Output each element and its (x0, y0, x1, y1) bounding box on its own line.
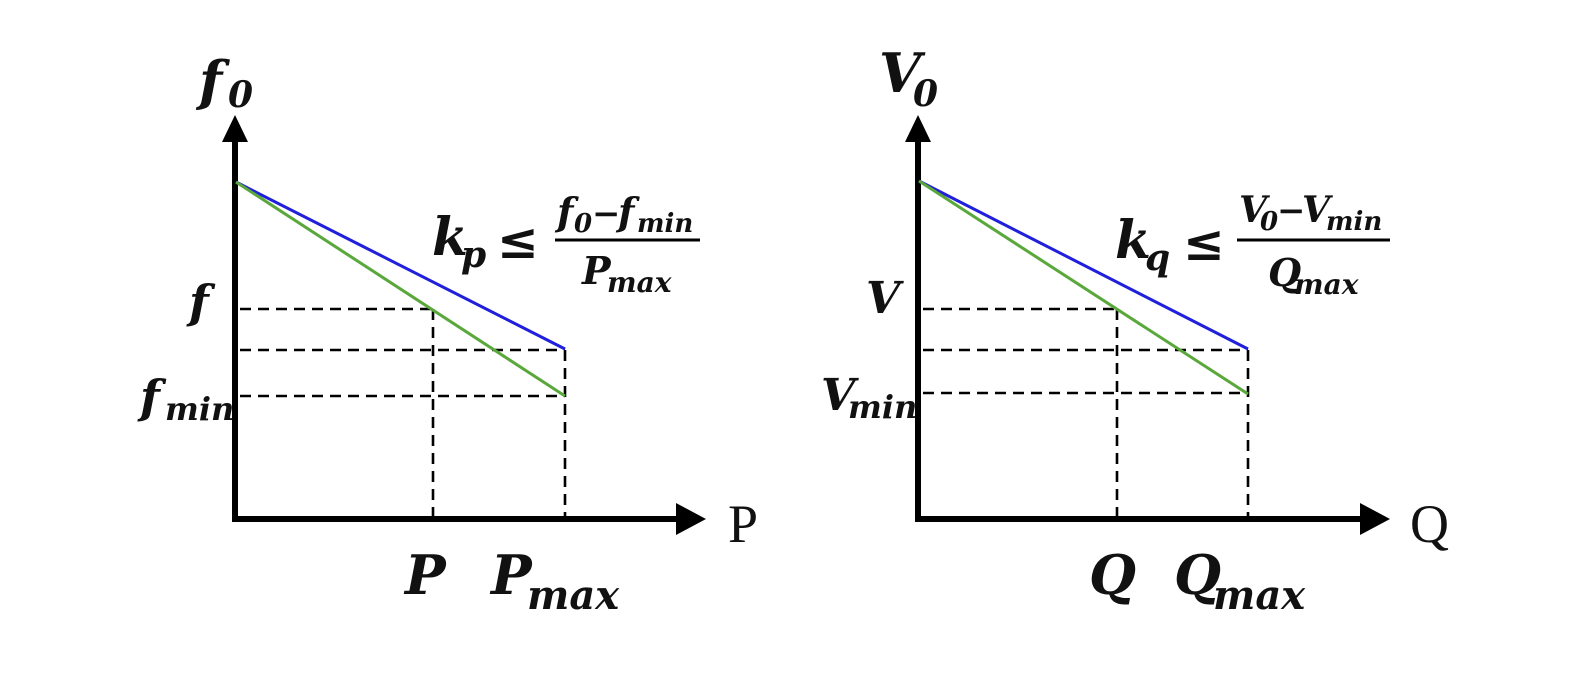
formula-den: P (581, 248, 612, 293)
panel-frequency: f 0 P f f min P P max k p ≤ f 0 − f min … (137, 49, 758, 619)
x-tick-left: Q (1089, 543, 1136, 607)
x-axis-arrowhead (676, 503, 706, 535)
y-tick-lower: f (137, 370, 167, 424)
droop-line-max (235, 180, 566, 351)
formula-lhs: k (432, 207, 468, 268)
formula-den: Q (1268, 250, 1301, 295)
y-tick-lower-sub: min (165, 390, 234, 428)
x-tick-left: P (403, 543, 447, 607)
formula-den-sub: max (1294, 268, 1359, 301)
x-tick-right: P (489, 543, 533, 607)
droop-line-steep (918, 179, 1249, 396)
formula-num-b: V (1302, 189, 1333, 231)
droop-line-steep (235, 180, 566, 398)
y-axis-arrowhead (222, 115, 248, 142)
formula-num-a-sub: 0 (1260, 207, 1278, 237)
x-tick-right-sub: max (527, 572, 620, 619)
formula-relation: ≤ (1183, 213, 1225, 272)
x-tick-right-sub: max (1213, 572, 1306, 619)
formula-lhs-sub: p (461, 234, 486, 276)
y-tick-upper: f (186, 275, 216, 329)
formula-minus: − (1277, 191, 1306, 231)
slope-constraint-formula: k q ≤ V 0 − V min Q max (1115, 189, 1390, 301)
x-axis-title: Q (1410, 494, 1449, 554)
formula-minus: − (592, 194, 621, 234)
x-axis-arrowhead (1360, 503, 1390, 535)
formula-num-b-sub: min (637, 209, 693, 239)
y-axis-arrowhead (905, 115, 931, 142)
formula-lhs-sub: q (1145, 237, 1170, 279)
y-tick-lower: V (821, 370, 859, 421)
formula-lhs: k (1115, 210, 1151, 271)
y-axis-title-sub: 0 (228, 74, 253, 116)
formula-num-b-sub: min (1326, 207, 1382, 237)
formula-num-a-sub: 0 (574, 209, 592, 239)
y-tick-lower-sub: min (848, 388, 917, 426)
x-axis-title: P (728, 494, 758, 554)
droop-line-max (918, 179, 1249, 351)
formula-num-a: V (1239, 189, 1270, 231)
formula-relation: ≤ (497, 211, 539, 270)
y-tick-upper: V (866, 273, 904, 324)
x-tick-right: Q (1174, 543, 1221, 607)
y-axis-title: f (195, 49, 230, 113)
y-axis-title: V (879, 41, 926, 105)
y-axis-title-sub: 0 (913, 73, 938, 115)
formula-den-sub: max (607, 266, 672, 299)
slope-constraint-formula: k p ≤ f 0 − f min P max (432, 189, 700, 299)
panel-voltage: V 0 Q V V min Q Q max k q ≤ V 0 − V min … (821, 41, 1449, 619)
